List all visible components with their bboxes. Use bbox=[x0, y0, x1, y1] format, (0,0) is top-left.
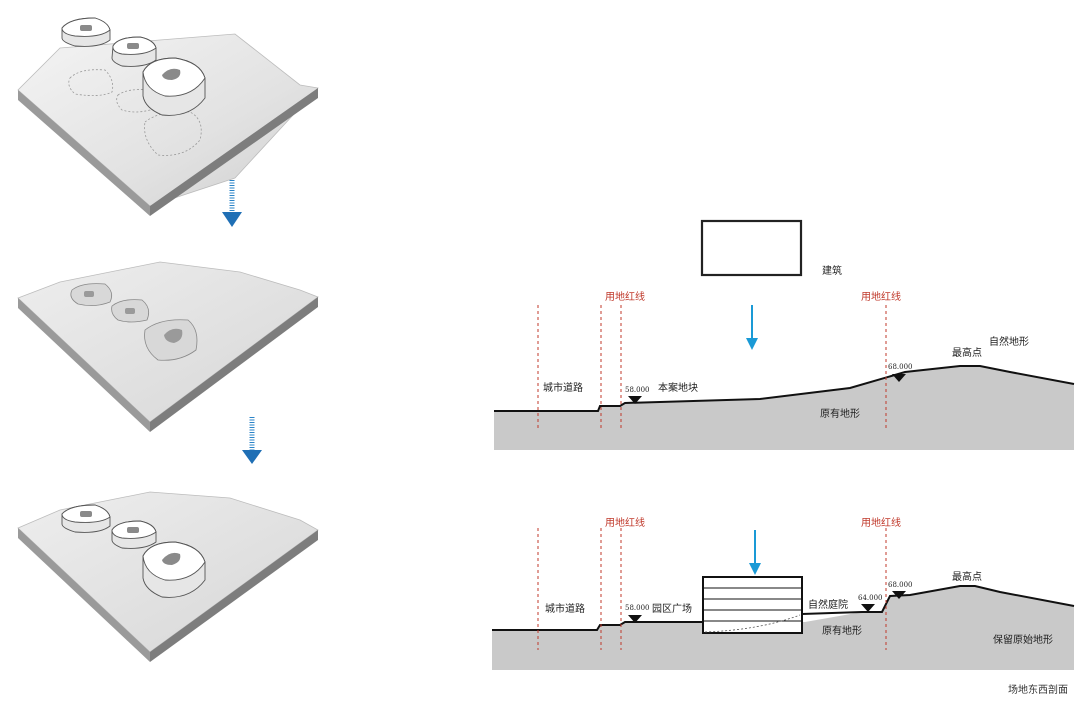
massing-step-3 bbox=[17, 491, 319, 662]
elevation-label: 58.000 bbox=[625, 386, 650, 394]
highest-point-label: 最高点 bbox=[952, 346, 982, 359]
original-terrain-label: 原有地形 bbox=[820, 407, 860, 420]
elevation-label: 68.000 bbox=[888, 363, 913, 371]
terrain-side-2 bbox=[150, 297, 318, 432]
section-after: 用地红线 用地红线 城市道路 58.000 园区广场 自然庭院 64.000 6… bbox=[492, 516, 1075, 670]
building-mass bbox=[61, 17, 111, 47]
building-mass bbox=[142, 57, 206, 116]
down-arrow-1 bbox=[222, 180, 242, 227]
terrain-front-3 bbox=[18, 528, 150, 662]
elevation-label: 58.000 bbox=[625, 604, 650, 612]
redline-label-left: 用地红线 bbox=[605, 290, 645, 303]
redline-label-right: 用地红线 bbox=[861, 290, 901, 303]
original-terrain-label: 原有地形 bbox=[822, 624, 862, 637]
elevation-label: 68.000 bbox=[888, 581, 913, 589]
city-road-label: 城市道路 bbox=[543, 381, 583, 394]
elevation-marker bbox=[892, 374, 906, 382]
elevation-marker bbox=[628, 615, 642, 623]
terrain-side-1 bbox=[150, 88, 318, 216]
building-mass bbox=[61, 504, 111, 533]
massing-step-1 bbox=[17, 17, 319, 216]
elevation-label: 64.000 bbox=[858, 594, 883, 602]
elevation-marker bbox=[628, 396, 642, 404]
elevation-marker bbox=[892, 591, 906, 599]
terrain-front-2 bbox=[18, 298, 150, 432]
city-road-label: 城市道路 bbox=[545, 602, 585, 615]
preserved-terrain-label: 保留原始地形 bbox=[993, 633, 1053, 646]
redline-label-right: 用地红线 bbox=[861, 516, 901, 529]
elevation-marker bbox=[861, 604, 875, 612]
terrain-line bbox=[494, 365, 1075, 412]
plaza-label: 园区广场 bbox=[652, 602, 692, 615]
building-box bbox=[700, 219, 803, 277]
building-mass bbox=[142, 541, 206, 598]
figure-caption: 场地东西剖面 bbox=[1008, 683, 1068, 696]
footprint-outline bbox=[116, 89, 153, 113]
footprint-outline bbox=[144, 111, 202, 156]
terrain-side-3 bbox=[150, 530, 318, 662]
section-before: 建筑 用地红线 用地红线 城市道路 58.000 本案地块 68.000 最高点… bbox=[494, 219, 1075, 450]
natural-terrain-label: 自然地形 bbox=[989, 335, 1029, 348]
footprint-outline bbox=[68, 69, 114, 96]
redline-label-left: 用地红线 bbox=[605, 516, 645, 529]
terrain-front-1 bbox=[18, 90, 150, 216]
building-mass bbox=[111, 36, 157, 67]
building-mass bbox=[111, 520, 157, 549]
building-section bbox=[702, 576, 803, 634]
site-label: 本案地块 bbox=[658, 381, 698, 394]
down-arrow-2 bbox=[242, 417, 262, 464]
massing-step-2 bbox=[17, 261, 319, 432]
natural-courtyard-label: 自然庭院 bbox=[808, 598, 848, 611]
original-ground bbox=[494, 366, 1074, 450]
building-label: 建筑 bbox=[822, 264, 842, 277]
highest-point-label: 最高点 bbox=[952, 570, 982, 583]
terrain-line bbox=[492, 585, 1075, 631]
